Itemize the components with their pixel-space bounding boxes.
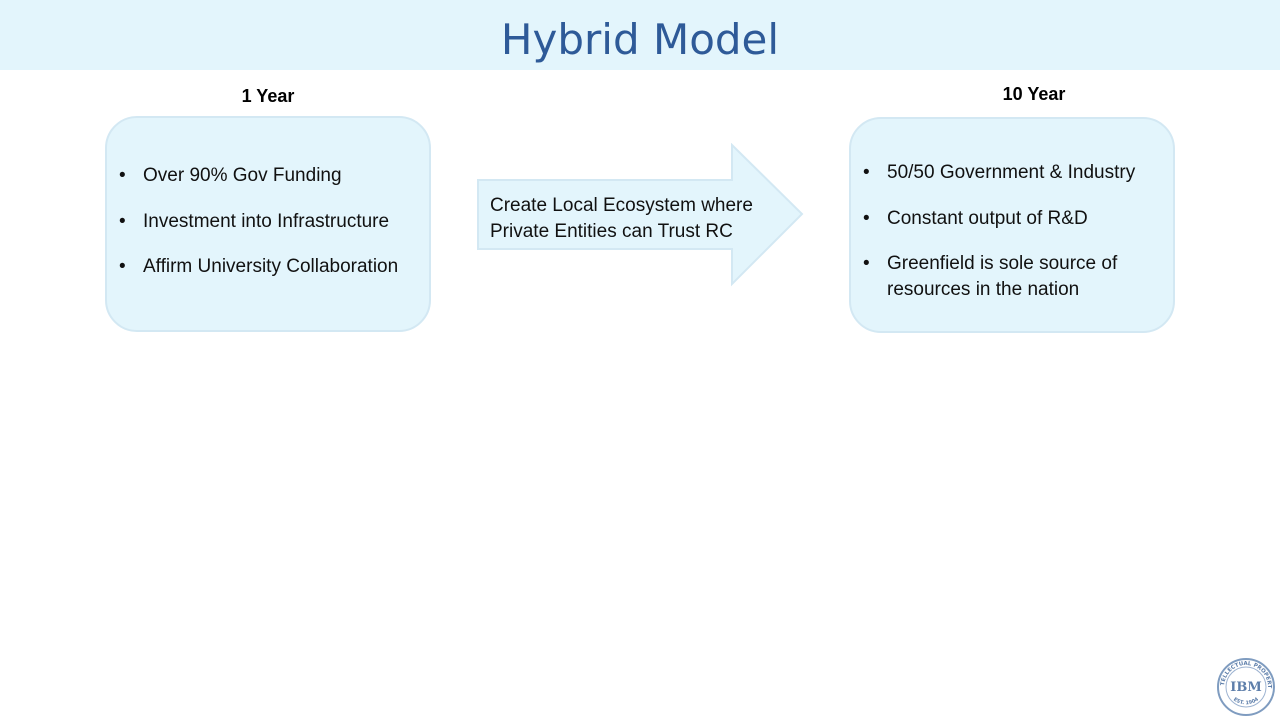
list-item-text: Greenfield is sole source of — [887, 253, 1118, 274]
bullet-icon: • — [119, 211, 126, 232]
bullet-icon: • — [863, 253, 870, 274]
arrow-text: Create Local Ecosystem where Private Ent… — [490, 193, 753, 245]
left-panel: • Over 90% Gov Funding • Investment into… — [105, 116, 431, 332]
bullet-icon: • — [863, 162, 870, 183]
right-column-heading: 10 Year — [1002, 84, 1066, 104]
title-bar: Hybrid Model — [0, 0, 1280, 70]
bullet-icon: • — [863, 208, 870, 229]
list-item-text: Constant output of R&D — [887, 208, 1088, 229]
list-item-text: Investment into Infrastructure — [143, 211, 390, 232]
bullet-icon: • — [119, 256, 126, 277]
slide-title: Hybrid Model — [500, 15, 780, 64]
left-column-heading: 1 Year — [241, 86, 295, 106]
arrow-shape — [477, 143, 804, 287]
ibm-seal-logo: INTELLECTUAL PROPERTY EST. 1904 IBM — [1216, 657, 1275, 716]
list-item-text: 50/50 Government & Industry — [887, 162, 1136, 183]
arrow-text-line: Private Entities can Trust RC — [490, 221, 733, 242]
list-item-text: Affirm University Collaboration — [143, 256, 399, 277]
svg-text:EST. 1904: EST. 1904 — [1232, 696, 1260, 706]
arrow-text-line: Create Local Ecosystem where — [490, 195, 753, 216]
right-panel: • 50/50 Government & Industry • Constant… — [849, 117, 1175, 333]
svg-text:IBM: IBM — [1230, 680, 1261, 695]
list-item-text: resources in the nation — [887, 279, 1080, 300]
bullet-icon: • — [119, 165, 126, 186]
list-item-text: Over 90% Gov Funding — [143, 165, 342, 186]
